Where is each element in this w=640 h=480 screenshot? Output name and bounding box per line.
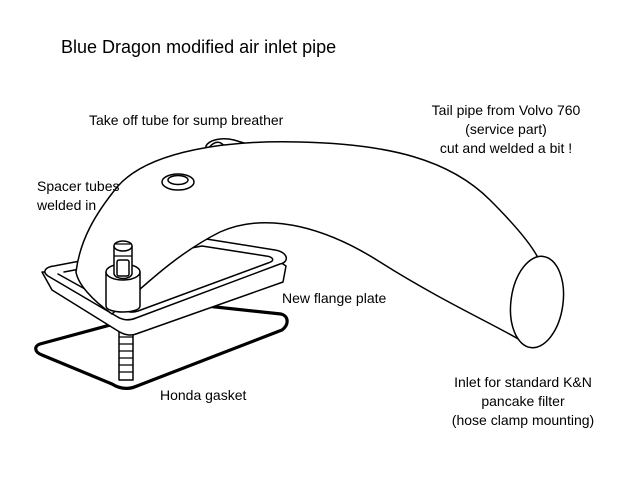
label-inlet: Inlet for standard K&N pancake filter (h… — [434, 373, 612, 430]
label-tail-pipe-line-2: (service part) — [465, 121, 547, 137]
spacer-tube-top — [161, 173, 195, 191]
label-tail-pipe-line-3: cut and welded a bit ! — [439, 140, 573, 156]
label-tail-pipe: Tail pipe from Volvo 760 (service part) … — [408, 101, 604, 158]
label-spacer-tubes: Spacer tubes welded in — [37, 177, 120, 215]
label-spacer-tubes-line-1: Spacer tubes — [37, 178, 120, 194]
label-flange-plate: New flange plate — [282, 290, 387, 306]
label-inlet-line-3: (hose clamp mounting) — [451, 412, 595, 428]
diagram-title: Blue Dragon modified air inlet pipe — [61, 37, 337, 57]
pipe-body — [75, 141, 541, 341]
pipe-inlet-opening — [509, 255, 565, 349]
label-inlet-line-2: pancake filter — [481, 393, 565, 409]
label-take-off-tube: Take off tube for sump breather — [89, 112, 284, 128]
spacer-tube-bolt — [105, 240, 141, 313]
label-inlet-line-1: Inlet for standard K&N — [454, 374, 592, 390]
honda-gasket-shape — [34, 302, 289, 391]
label-tail-pipe-line-1: Tail pipe from Volvo 760 — [431, 102, 581, 118]
label-honda-gasket: Honda gasket — [160, 387, 247, 403]
label-spacer-tubes-line-2: welded in — [37, 197, 97, 213]
